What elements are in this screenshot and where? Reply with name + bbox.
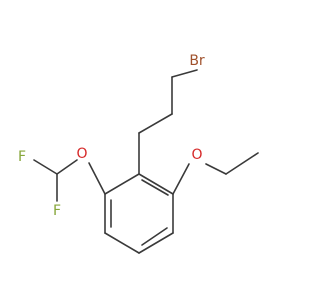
bond-br-c1 — [171, 69, 198, 78]
atom-o-left: O — [76, 146, 87, 162]
bond-chf2-f-top — [33, 159, 58, 175]
ring-inner-bond-1 — [141, 179, 169, 196]
bonds — [33, 69, 259, 254]
ring-bond-3 — [138, 232, 174, 254]
structure-svg: Br O O F F — [18, 53, 259, 254]
molecule-diagram: Br O O F F — [17, 53, 259, 254]
ring-bond-4 — [104, 232, 140, 254]
ring-inner-bond-2 — [141, 227, 168, 246]
atom-labels: Br O O F F — [18, 53, 205, 219]
ring-bond-6 — [104, 173, 140, 195]
atom-br: Br — [189, 53, 205, 69]
bond-ch2-ch3 — [225, 152, 259, 175]
atom-f-bottom: F — [53, 203, 61, 219]
bond-ring-o-left — [88, 162, 106, 195]
atom-o-right: O — [191, 147, 202, 163]
ring-bond-1 — [138, 173, 174, 195]
bond-o-left-chf2 — [56, 159, 78, 175]
bond-c2-c3 — [138, 113, 173, 134]
bond-o-right-ch2 — [205, 163, 227, 175]
bond-ring-o-right — [172, 163, 190, 195]
atom-f-top: F — [18, 149, 26, 165]
